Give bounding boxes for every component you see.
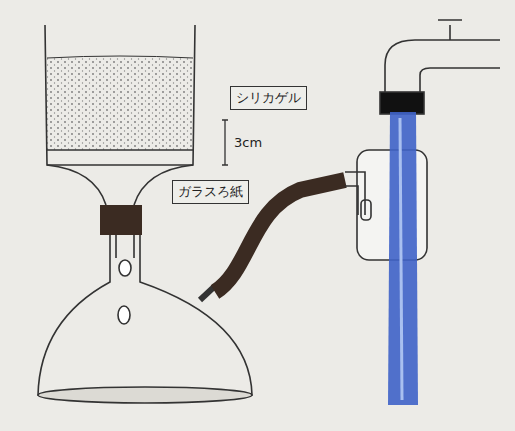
dimension-label: 3cm xyxy=(234,135,262,151)
faucet xyxy=(380,20,500,114)
suction-flask xyxy=(38,235,252,403)
rubber-stopper xyxy=(100,205,142,235)
water-highlight xyxy=(400,118,402,400)
silica-gel xyxy=(47,58,193,150)
label-box: シリカゲル xyxy=(230,86,307,110)
water-stream xyxy=(388,112,418,405)
buchner-funnel xyxy=(45,25,195,205)
dimension-bracket xyxy=(222,120,228,165)
label-box: ガラスろ紙 xyxy=(172,180,249,204)
box-text: シリカゲル xyxy=(236,90,301,106)
box-text: ガラスろ紙 xyxy=(178,184,243,200)
